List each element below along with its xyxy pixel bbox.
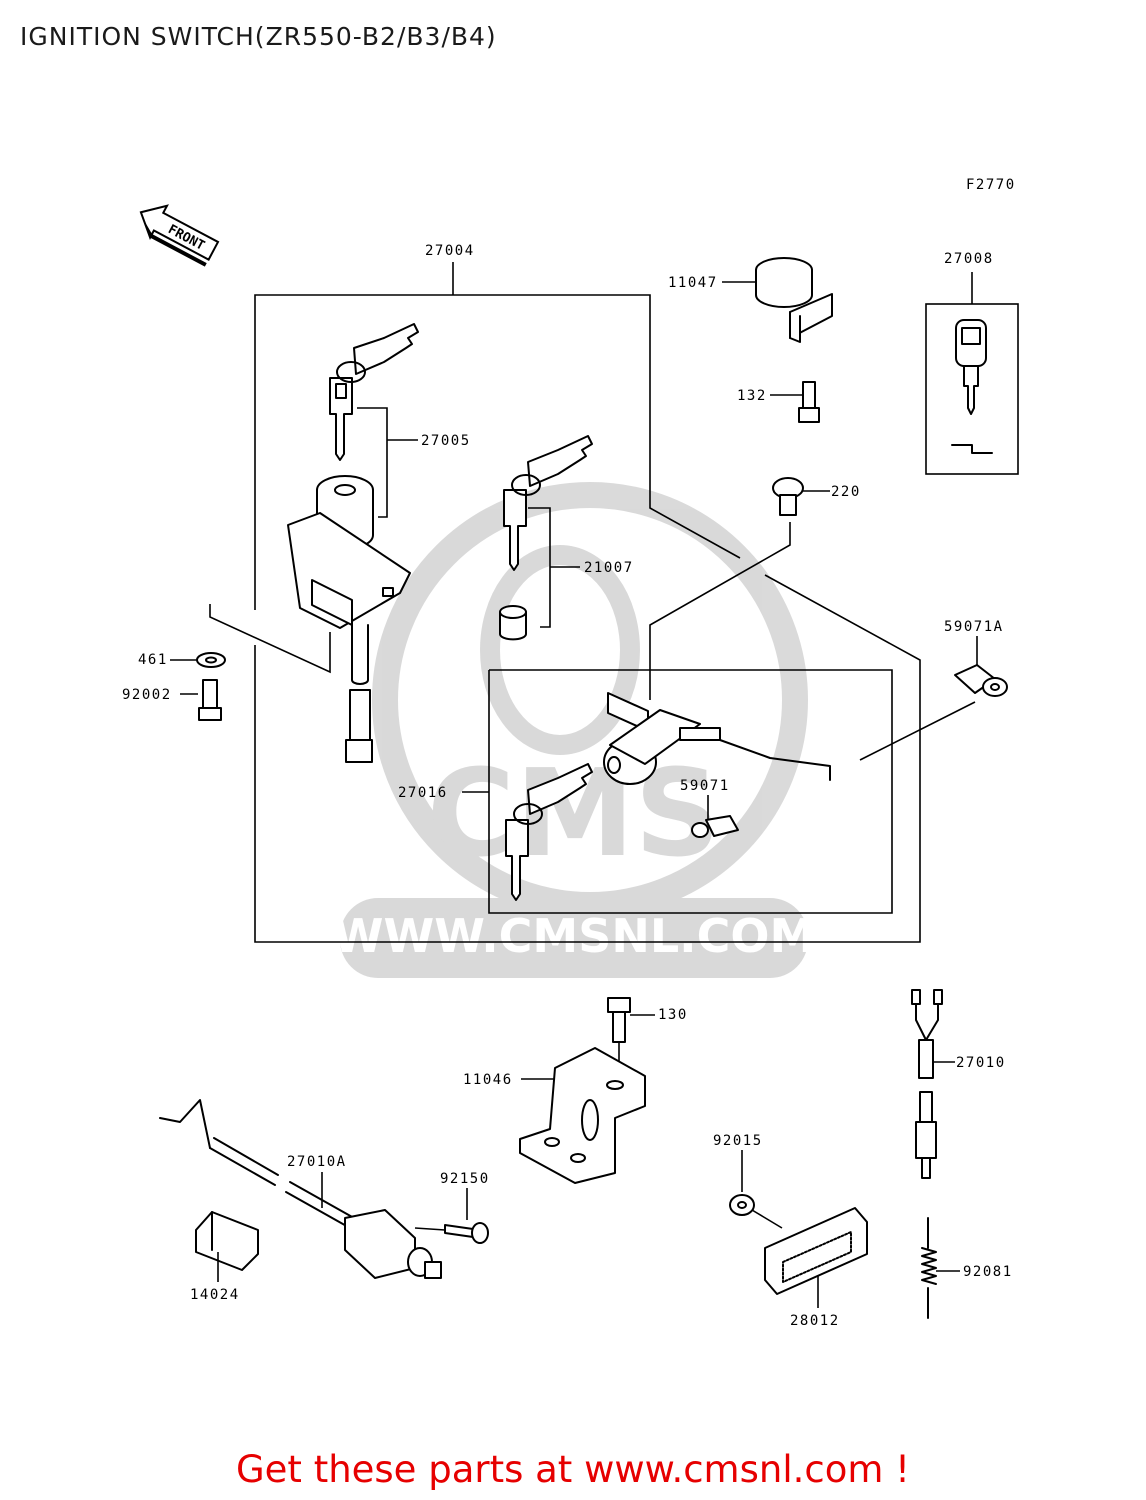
watermark-brand: CMS (427, 745, 721, 884)
screw-220-icon (649, 477, 830, 700)
bolt-92002-icon (198, 679, 222, 721)
label-27005: 27005 (421, 433, 471, 449)
label-14024: 14024 (190, 1287, 240, 1303)
label-92150: 92150 (440, 1171, 490, 1187)
ignition-switch-body-icon (287, 475, 411, 763)
label-132: 132 (737, 388, 767, 404)
page-title: IGNITION SWITCH(ZR550-B2/B3/B4) (20, 22, 497, 51)
label-59071A: 59071A (944, 619, 1004, 635)
screw-92150-icon (414, 1188, 489, 1244)
label-27010A: 27010A (287, 1154, 347, 1170)
key-set-27016-icon (505, 763, 593, 901)
assembly-frame-27004 (254, 262, 921, 943)
key-set-27005-icon (329, 323, 419, 518)
bracket-11046-icon (519, 1047, 646, 1184)
bolt-130-icon (607, 997, 655, 1080)
footer-link[interactable]: Get these parts at www.cmsnl.com ! (235, 1448, 910, 1491)
bracket-11047-icon (722, 257, 833, 343)
label-461: 461 (138, 652, 168, 668)
label-27004: 27004 (425, 243, 475, 259)
label-92015: 92015 (713, 1133, 763, 1149)
label-220: 220 (831, 484, 861, 500)
label-21007: 21007 (584, 560, 634, 576)
label-130: 130 (658, 1007, 688, 1023)
key-set-21007-icon (499, 435, 593, 641)
front-arrow-icon: FRONT (139, 204, 220, 267)
key-tag-27008-icon (925, 272, 1019, 475)
label-59071: 59071 (680, 778, 730, 794)
label-28012: 28012 (790, 1313, 840, 1329)
label-27010: 27010 (956, 1055, 1006, 1071)
switch-27010-icon (911, 989, 955, 1179)
label-11046: 11046 (463, 1072, 513, 1088)
label-27008: 27008 (944, 251, 994, 267)
cover-14024-icon (195, 1211, 259, 1282)
nut-92015-icon (729, 1150, 783, 1229)
clamp-59071-icon (691, 795, 739, 838)
seat-lock-27016-icon (462, 692, 831, 793)
washer-461-icon (196, 652, 226, 668)
label-92081: 92081 (963, 1264, 1013, 1280)
label-92002: 92002 (122, 687, 172, 703)
label-11047: 11047 (668, 275, 718, 291)
watermark: CMS WWW.CMSNL.COM (333, 482, 816, 978)
switch-27010A-icon (159, 1099, 442, 1279)
label-27016: 27016 (398, 785, 448, 801)
part-labels: 27004 11047 27008 132 27005 220 21007 59… (122, 243, 1013, 1329)
reflector-28012-icon (764, 1207, 868, 1308)
clamp-59071A-icon (859, 636, 1008, 761)
bolt-132-icon (770, 381, 820, 423)
figure-code: F2770 (966, 177, 1016, 193)
assembly-frame-27016 (488, 669, 893, 914)
watermark-url: WWW.CMSNL.COM (333, 909, 816, 963)
spring-92081-icon (921, 1217, 960, 1319)
